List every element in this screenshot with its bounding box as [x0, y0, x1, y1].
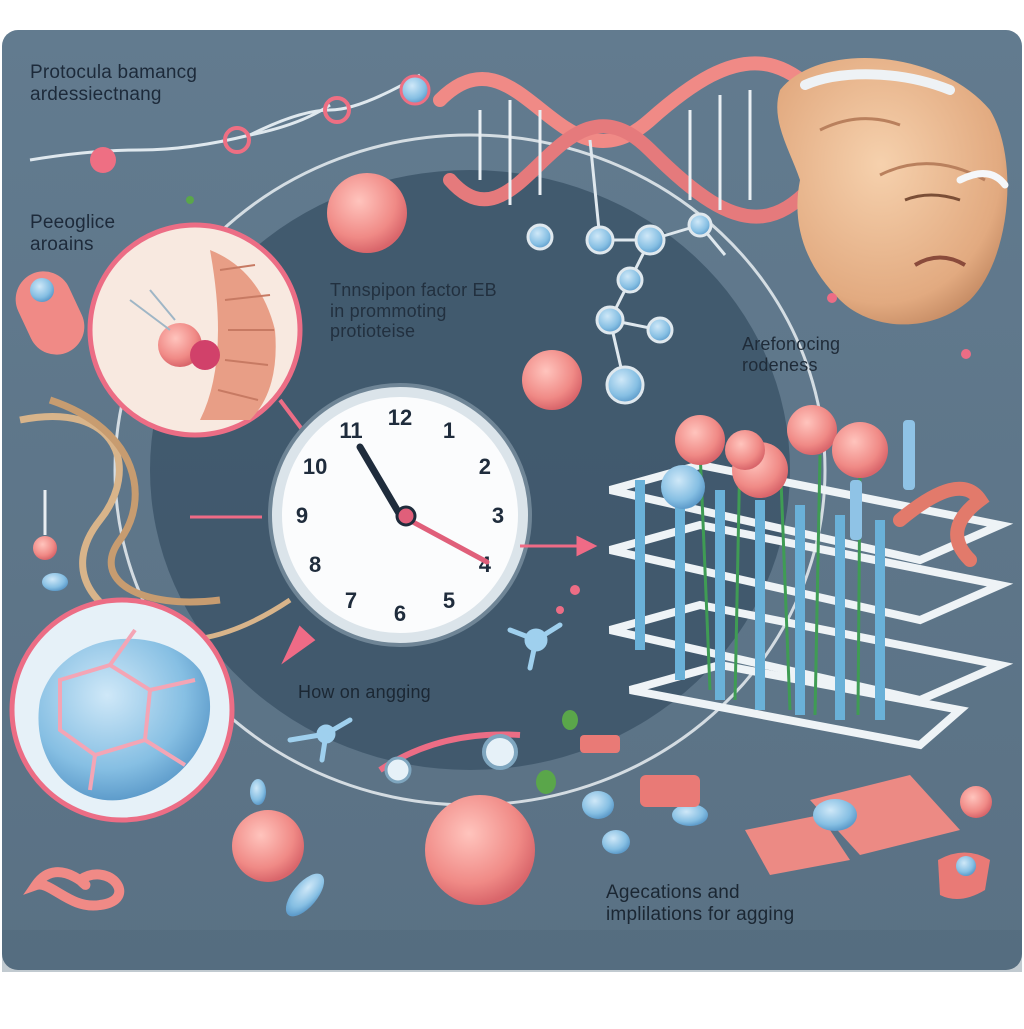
label-line: implilations for agging	[606, 903, 795, 925]
magnified-cell-circle	[9, 597, 235, 823]
label-line: rodeness	[742, 354, 818, 375]
label-line: protioteise	[330, 321, 416, 342]
lysosome-chain	[378, 731, 521, 784]
label-clock-caption: How on angging	[298, 682, 431, 702]
clock-hour-hand	[356, 443, 404, 519]
protein-aggregates	[232, 173, 992, 905]
label-line: ardessiectnang	[30, 83, 162, 105]
label-protein-balance: Protocula bamancg ardessiectnang	[30, 62, 197, 106]
clock-numeral: 11	[339, 418, 362, 443]
label-line: Agecations and	[606, 882, 740, 903]
clock-minute-hand	[397, 512, 490, 565]
scattered-particles	[23, 196, 990, 917]
clock-numeral: 12	[388, 405, 412, 430]
molecule-chain	[526, 139, 727, 405]
label-line: Peeoglice	[30, 212, 116, 233]
label-reinforcing: Arefonocing rodeness	[742, 334, 840, 375]
clock-numeral: 1	[443, 418, 455, 443]
label-line: Tnnspipon factor EB	[330, 280, 497, 300]
label-line: Arefonocing	[742, 334, 841, 354]
clock-numeral: 5	[443, 588, 455, 613]
signal-chain	[29, 73, 431, 173]
label-tfeb: Tnnspipon factor EB in prommoting protio…	[330, 280, 497, 342]
clock-numeral: 6	[394, 601, 406, 626]
protein-pill-left	[15, 271, 85, 355]
glial-cells	[287, 622, 563, 763]
label-line: in prommoting	[330, 300, 447, 321]
process-arrows	[190, 515, 598, 665]
clock-numeral: 4	[479, 552, 492, 577]
magnified-tissue-circle	[87, 222, 312, 442]
label-line: aroains	[30, 233, 94, 255]
clock-numeral: 10	[303, 454, 327, 479]
clock-numeral: 2	[479, 454, 491, 479]
label-line: Protocula bamancg	[30, 62, 198, 83]
clock-numeral: 7	[345, 588, 357, 613]
clock-numeral: 9	[296, 503, 308, 528]
clock-numeral: 3	[492, 503, 504, 528]
clock-numeral: 8	[309, 552, 321, 577]
elderly-face	[777, 57, 1009, 325]
aggregate-rack	[608, 405, 1014, 750]
label-implications: Agecations and implilations for agging	[606, 882, 794, 926]
dna-helix-top	[433, 56, 867, 224]
label-organ-systems: Peeoglice aroains	[30, 212, 115, 256]
